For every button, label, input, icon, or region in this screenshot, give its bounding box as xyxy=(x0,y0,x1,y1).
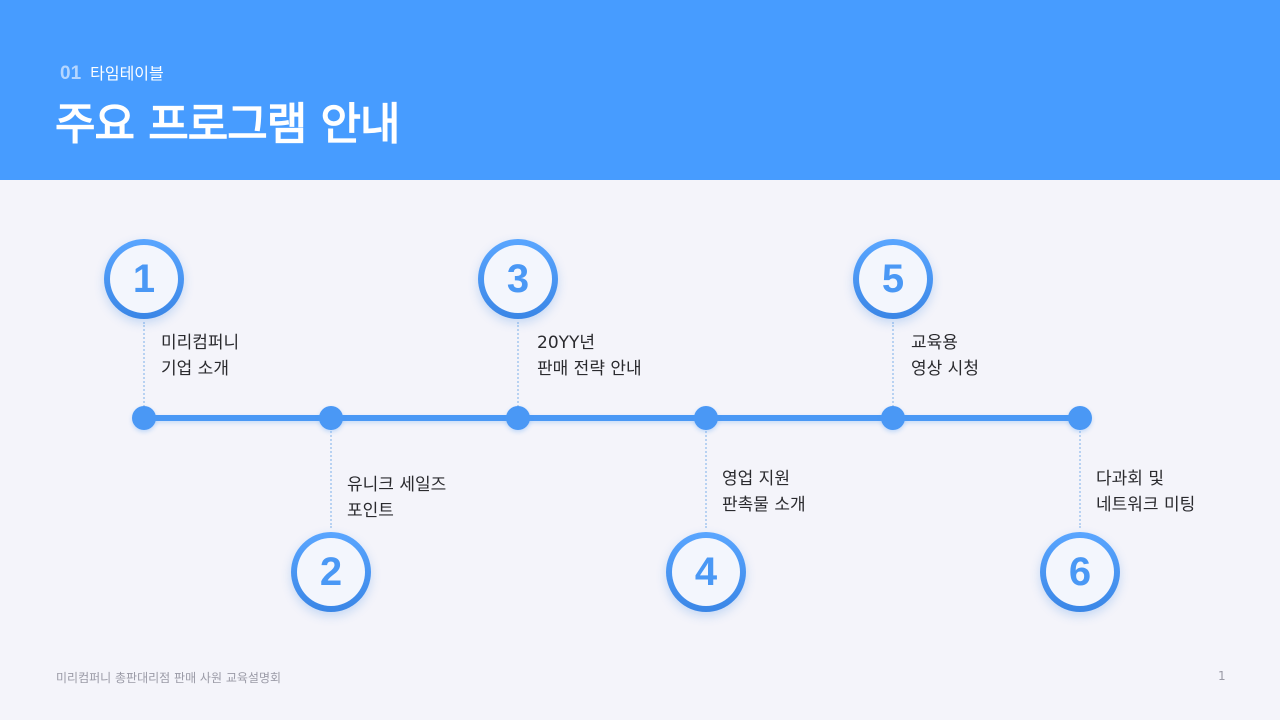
step-label-1: 미리컴퍼니 기업 소개 xyxy=(161,333,240,379)
timeline-dot-4 xyxy=(694,406,718,430)
timeline-dot-1 xyxy=(132,406,156,430)
connector-4 xyxy=(705,428,707,528)
timeline-dot-3 xyxy=(506,406,530,430)
timeline-dot-2 xyxy=(319,406,343,430)
step-label-3: 20YY년 판매 전략 안내 xyxy=(537,333,642,379)
connector-2 xyxy=(330,428,332,528)
connector-5 xyxy=(892,322,894,410)
footer-text: 미리컴퍼니 총판대리점 판매 사원 교육설명회 xyxy=(56,671,282,685)
timeline-dot-6 xyxy=(1068,406,1092,430)
step-label-4: 영업 지원 판촉물 소개 xyxy=(722,469,806,515)
step-badge-4: 4 xyxy=(666,532,746,612)
timeline-line xyxy=(144,415,1080,421)
connector-3 xyxy=(517,322,519,410)
header-banner: 01 타임테이블 주요 프로그램 안내 xyxy=(0,0,1280,180)
step-label-6: 다과회 및 네트워크 미팅 xyxy=(1096,469,1196,515)
step-number-3: 3 xyxy=(484,245,552,313)
step-badge-5: 5 xyxy=(853,239,933,319)
step-badge-6: 6 xyxy=(1040,532,1120,612)
step-number-1: 1 xyxy=(110,245,178,313)
connector-6 xyxy=(1079,428,1081,528)
section-name: 타임테이블 xyxy=(90,64,164,83)
page-title: 주요 프로그램 안내 xyxy=(55,99,400,150)
section-label: 01 타임테이블 xyxy=(60,60,164,85)
step-badge-2: 2 xyxy=(291,532,371,612)
timeline-dot-5 xyxy=(881,406,905,430)
step-badge-3: 3 xyxy=(478,239,558,319)
step-label-2: 유니크 세일즈 포인트 xyxy=(347,475,447,521)
connector-1 xyxy=(143,322,145,410)
step-number-5: 5 xyxy=(859,245,927,313)
page-number: 1 xyxy=(1218,669,1226,683)
step-number-4: 4 xyxy=(672,538,740,606)
step-number-2: 2 xyxy=(297,538,365,606)
section-number: 01 xyxy=(60,63,82,84)
step-badge-1: 1 xyxy=(104,239,184,319)
step-number-6: 6 xyxy=(1046,538,1114,606)
step-label-5: 교육용 영상 시청 xyxy=(911,333,979,379)
